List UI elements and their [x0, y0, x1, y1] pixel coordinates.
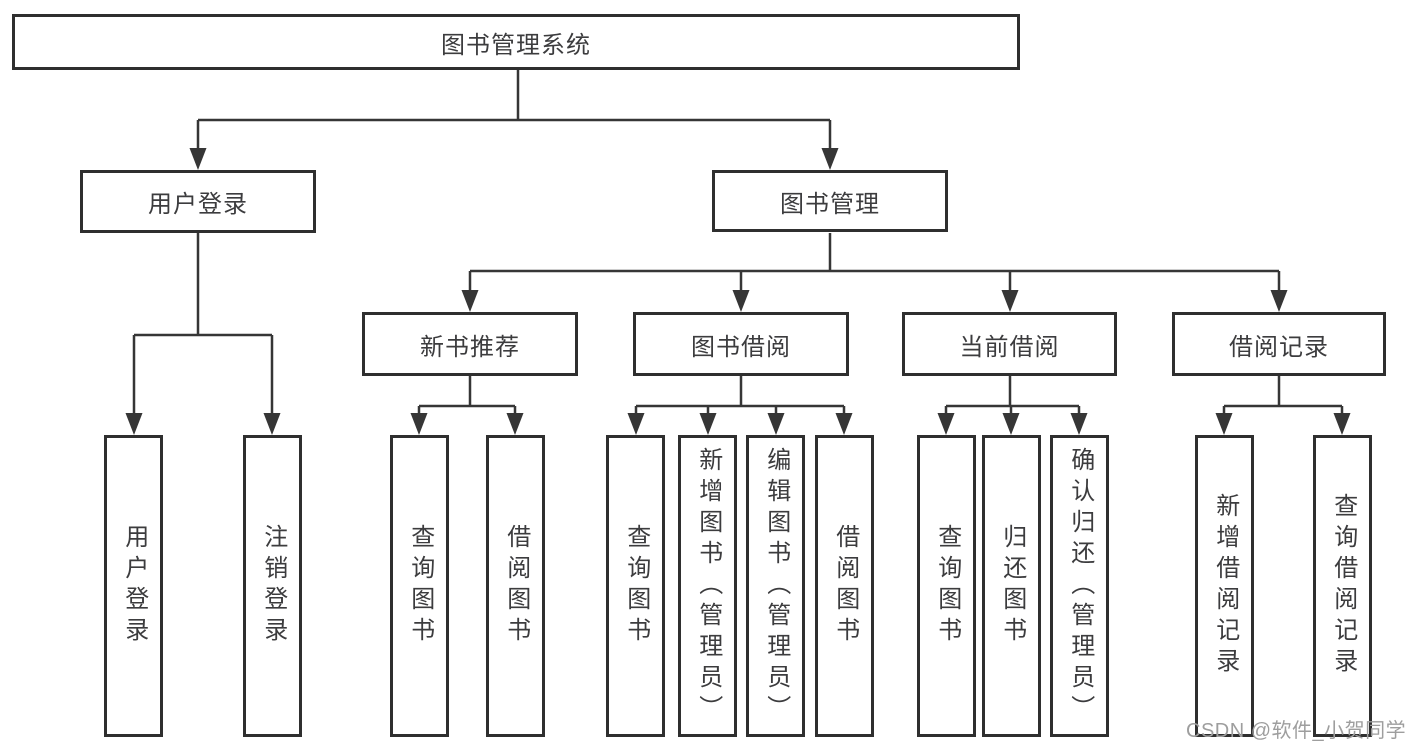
leaf-logout: 注销登录	[243, 435, 302, 737]
node-borrow-records-label: 借阅记录	[1229, 333, 1329, 361]
node-root: 图书管理系统	[12, 14, 1020, 70]
node-book-borrowing-label: 图书借阅	[691, 333, 791, 361]
leaf-return-books-label: 归还图书	[998, 524, 1026, 648]
leaf-borrow-books-2: 借阅图书	[815, 435, 874, 737]
leaf-user-login-label: 用户登录	[120, 524, 148, 648]
node-book-management: 图书管理	[712, 170, 948, 232]
leaf-logout-label: 注销登录	[259, 524, 287, 648]
leaf-borrow-books-1: 借阅图书	[486, 435, 545, 737]
leaf-add-borrow-record-label: 新增借阅记录	[1211, 493, 1239, 679]
node-root-label: 图书管理系统	[441, 31, 591, 59]
leaf-confirm-return-admin-label: 确认归还（管理员）	[1066, 446, 1094, 726]
leaf-query-borrow-record: 查询借阅记录	[1313, 435, 1372, 737]
leaf-query-books-3-label: 查询图书	[933, 524, 961, 648]
node-book-management-label: 图书管理	[780, 190, 880, 218]
node-current-borrowing-label: 当前借阅	[959, 333, 1060, 361]
node-current-borrowing: 当前借阅	[902, 312, 1117, 376]
leaf-edit-book-admin: 编辑图书（管理员）	[746, 435, 805, 737]
leaf-borrow-books-1-label: 借阅图书	[502, 524, 530, 648]
leaf-query-books-2-label: 查询图书	[622, 524, 650, 648]
leaf-query-books-2: 查询图书	[606, 435, 665, 737]
node-new-book-recommend-label: 新书推荐	[420, 333, 520, 361]
leaf-add-book-admin-label: 新增图书（管理员）	[694, 446, 722, 726]
leaf-borrow-books-2-label: 借阅图书	[831, 524, 859, 648]
leaf-query-books-3: 查询图书	[917, 435, 976, 737]
leaf-add-book-admin: 新增图书（管理员）	[678, 435, 737, 737]
leaf-edit-book-admin-label: 编辑图书（管理员）	[762, 446, 790, 726]
node-book-borrowing: 图书借阅	[633, 312, 849, 376]
arrowhead-icons	[125, 148, 1351, 435]
leaf-return-books: 归还图书	[982, 435, 1041, 737]
node-borrow-records: 借阅记录	[1172, 312, 1386, 376]
leaf-query-borrow-record-label: 查询借阅记录	[1329, 493, 1357, 679]
node-new-book-recommend: 新书推荐	[362, 312, 578, 376]
leaf-add-borrow-record: 新增借阅记录	[1195, 435, 1254, 737]
node-user-login: 用户登录	[80, 170, 316, 233]
watermark: CSDN @软件_小贺同学	[1186, 720, 1405, 742]
leaf-user-login: 用户登录	[104, 435, 163, 737]
connector-tree-lines	[132, 70, 1344, 413]
leaf-query-books-1-label: 查询图书	[406, 524, 434, 648]
leaf-query-books-1: 查询图书	[390, 435, 449, 737]
node-user-login-label: 用户登录	[148, 191, 248, 218]
leaf-confirm-return-admin: 确认归还（管理员）	[1050, 435, 1109, 737]
